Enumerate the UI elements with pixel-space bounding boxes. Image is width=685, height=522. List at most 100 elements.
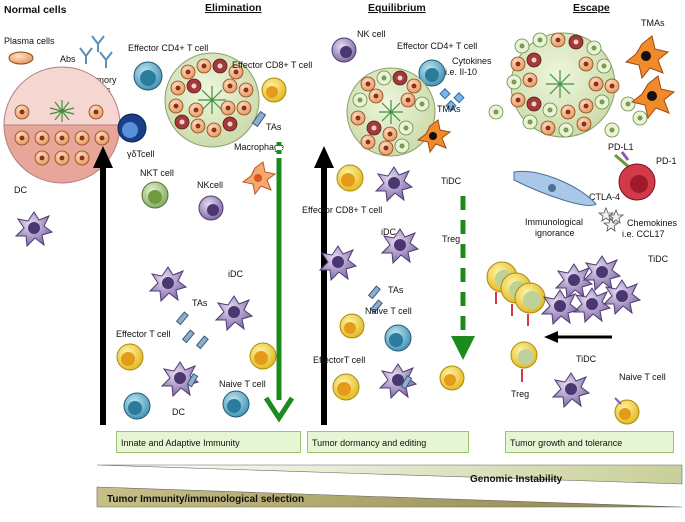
naive-t-cell-label-eq: Naive T cell bbox=[365, 306, 412, 316]
nk-cell-label-eq: NK cell bbox=[357, 29, 386, 39]
cytokines-label-eq: Cytokines i.e. Il-10 bbox=[445, 56, 494, 77]
tmas-label-escape: TMAs bbox=[641, 18, 665, 28]
effector-t-cell-label-eq: EffectorT cell bbox=[313, 355, 365, 365]
effector-cd4-nucleus-elim bbox=[140, 70, 156, 86]
cytokines-line1: Cytokines bbox=[452, 56, 492, 66]
antibodies bbox=[79, 35, 113, 68]
equilibrium-green-arrow bbox=[451, 196, 475, 360]
header-elimination: Elimination bbox=[205, 2, 262, 14]
elimination-up-arrow bbox=[93, 146, 113, 425]
effector-cd8-nucleus-eq bbox=[341, 173, 355, 187]
tidc-eq bbox=[375, 166, 413, 202]
nkt-cell-nucleus bbox=[148, 190, 162, 204]
nk-cell-nucleus-eq bbox=[340, 46, 352, 58]
tma-nucleus-eq bbox=[429, 132, 437, 140]
tumor-antigen-on-dc bbox=[186, 373, 199, 388]
gd-tcell-label: γδTcell bbox=[127, 149, 155, 159]
header-normal-cells: Normal cells bbox=[4, 4, 67, 16]
treg-cluster-escape bbox=[486, 261, 546, 326]
escape-panel: TMAs PD-L1 PD-1 CTLA-4 Immunological ign… bbox=[486, 18, 678, 425]
dc-label-elim: DC bbox=[172, 407, 185, 417]
naive-t-cell-nucleus-elim-left bbox=[128, 401, 142, 415]
effector-cd4-nucleus-eq bbox=[425, 68, 439, 82]
tidc-label-escape-lower: TiDC bbox=[576, 354, 597, 364]
tumor-antigen-on-dc-eq bbox=[400, 375, 413, 390]
naive-t-cell-label-elim: Naive T cell bbox=[219, 379, 266, 389]
tumor-vessel-eq bbox=[379, 100, 403, 124]
macrophage-nucleus bbox=[254, 174, 262, 182]
genomic-instability-wedge bbox=[96, 464, 683, 485]
chemokines-line2: i.e. CCL17 bbox=[622, 229, 665, 239]
tas-label-eq: TAs bbox=[388, 285, 404, 295]
idc-label-elim: iDC bbox=[228, 269, 243, 279]
tma-nucleus-escape-top bbox=[641, 51, 651, 61]
effector-cd8-label-elim: Effector CD8+ T cell bbox=[232, 60, 312, 70]
plasma-cell bbox=[8, 51, 34, 65]
nk-cell-label-elim: NKcell bbox=[197, 180, 223, 190]
plasma-cells-label: Plasma cells bbox=[4, 36, 55, 46]
immunological-ignorance-label: Immunological ignorance bbox=[525, 217, 586, 238]
pd-1-label: PD-1 bbox=[656, 156, 677, 166]
tas-label-elim: TAs bbox=[266, 122, 282, 132]
normal-cells-panel: Plasma cells Abs Memory B cells DC bbox=[3, 35, 121, 247]
tidc-label-escape: TiDC bbox=[648, 254, 669, 264]
treg-nucleus-escape bbox=[518, 349, 534, 365]
escape-black-arrow bbox=[544, 331, 612, 343]
tumor-antigen-elim bbox=[251, 110, 267, 128]
idc-label-eq: iDC bbox=[381, 227, 396, 237]
abs-label: Abs bbox=[60, 54, 76, 64]
effector-cd4-label-elim: Effector CD4+ T cell bbox=[128, 43, 208, 53]
normal-tissue-star bbox=[49, 100, 75, 122]
naive-t-cell-nucleus-eq bbox=[389, 333, 403, 347]
effector-cd4-label-eq: Effector CD4+ T cell bbox=[397, 41, 477, 51]
effector-t-cell-nucleus-eq-upper bbox=[344, 322, 356, 334]
genomic-instability-label: Genomic Instability bbox=[470, 474, 563, 485]
dc-normal bbox=[15, 211, 53, 247]
tma-nucleus-escape-bottom bbox=[647, 91, 657, 101]
gd-t-cell-nucleus bbox=[122, 122, 138, 138]
dc-label-normal: DC bbox=[14, 185, 27, 195]
tmas-label-eq: TMAs bbox=[437, 104, 461, 114]
treg-label-eq: Treg bbox=[442, 234, 460, 244]
idc-elim bbox=[215, 295, 253, 331]
macrophage-label: Macrophage bbox=[234, 142, 284, 152]
memory-b-cells-line1: Memory bbox=[84, 75, 117, 85]
equilibrium-up-arrow bbox=[314, 146, 334, 425]
cytokine-diamonds bbox=[439, 88, 465, 112]
effector-cd8-label-eq: Effector CD8+ T cell bbox=[302, 205, 382, 215]
effector-cd8-nucleus-elim bbox=[266, 86, 278, 98]
tumor-immunity-label: Tumor Immunity/immunological selection bbox=[107, 494, 304, 505]
tas-label-elim-lower: TAs bbox=[192, 298, 208, 308]
tidc-label-eq: TiDC bbox=[441, 176, 462, 186]
stage-label-elimination: Innate and Adaptive Immunity bbox=[116, 431, 301, 453]
pd-1-receptor bbox=[620, 151, 630, 161]
nkt-cell-label: NKT cell bbox=[140, 168, 174, 178]
header-escape: Escape bbox=[573, 2, 610, 14]
treg-nucleus-eq bbox=[444, 374, 456, 386]
tidc-escape-lower bbox=[552, 372, 590, 408]
stage-label-escape: Tumor growth and tolerance bbox=[505, 431, 674, 453]
header-equilibrium: Equilibrium bbox=[368, 2, 426, 14]
treg-label-escape: Treg bbox=[511, 389, 529, 399]
effector-t-cell-nucleus-elim bbox=[121, 352, 135, 366]
nk-cell-nucleus-elim bbox=[207, 204, 219, 216]
cytokines-line2: i.e. Il-10 bbox=[445, 67, 477, 77]
equilibrium-panel: NK cell Effector CD4+ T cell Cytokines i… bbox=[302, 29, 494, 401]
elimination-panel: Effector CD4+ T cell γδTcell Effector CD… bbox=[116, 43, 312, 423]
chemokines-line1: Chemokines bbox=[627, 218, 678, 228]
effector-t-cell-nucleus-eq bbox=[337, 382, 351, 396]
naive-t-cell-nucleus-elim bbox=[227, 399, 241, 413]
naive-t-cell-label-escape: Naive T cell bbox=[619, 372, 666, 382]
dc-elim-top bbox=[149, 266, 187, 302]
naive-t-cell-receptor-escape bbox=[614, 397, 622, 405]
immunological-ignorance-nucleus bbox=[548, 184, 556, 192]
pd-l1-receptor bbox=[614, 153, 631, 170]
effector-t-cell-nucleus-elim-right bbox=[254, 351, 268, 365]
pd-1-cell-nucleus bbox=[630, 175, 648, 193]
tidc-cluster-escape bbox=[541, 255, 641, 325]
elimination-green-arrow bbox=[263, 138, 295, 423]
ctla-4-label: CTLA-4 bbox=[589, 192, 620, 202]
tumor-immunity-wedge bbox=[96, 486, 683, 508]
